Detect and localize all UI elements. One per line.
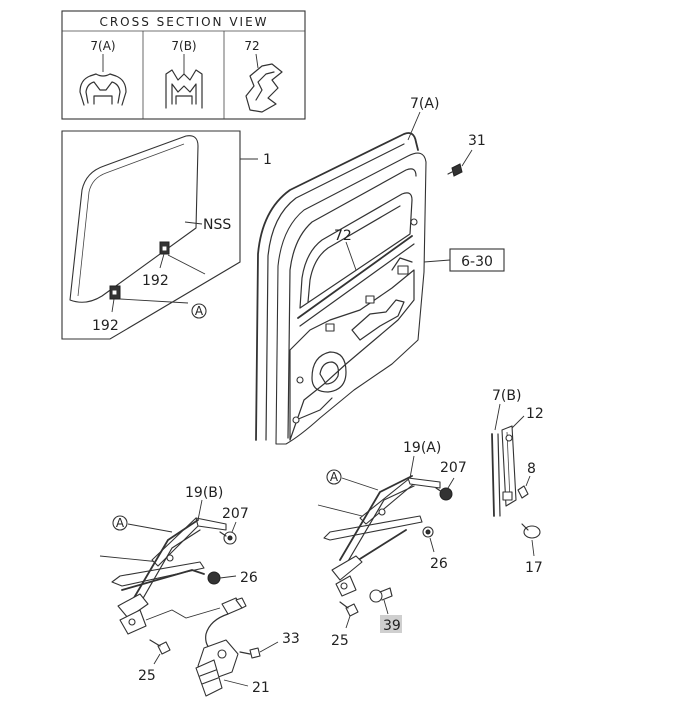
callout-12: 12 xyxy=(526,406,544,422)
ref-circle-a-glass-text: A xyxy=(195,304,204,318)
callout-26-right: 26 xyxy=(430,556,448,572)
cross-section-label-72: 72 xyxy=(244,39,259,53)
callout-33: 33 xyxy=(282,631,300,647)
bolt-207-left xyxy=(219,521,237,545)
callout-39-highlight xyxy=(380,615,402,633)
callout-25-right: 25 xyxy=(331,633,349,649)
callout-nss: NSS xyxy=(203,217,231,233)
door-glass xyxy=(69,135,199,303)
bolt-31 xyxy=(447,149,473,177)
glass-panel-group: A 192 192 NSS 1 xyxy=(61,130,272,340)
motor-21 xyxy=(195,639,249,697)
callout-19b: 19(B) xyxy=(185,485,223,501)
regulator-19a-group: A 19(A) 207 26 xyxy=(317,440,467,649)
callout-17: 17 xyxy=(525,560,543,576)
screw-25-right xyxy=(339,601,359,629)
glass-clip-lower xyxy=(109,285,121,313)
callout-26-left: 26 xyxy=(240,570,258,586)
handle-39 xyxy=(369,587,393,615)
screw-8 xyxy=(517,475,531,499)
section-profile-7b xyxy=(165,54,203,109)
motor-connector xyxy=(205,597,247,653)
ref-circle-a-left xyxy=(112,515,128,531)
door-ref-box xyxy=(449,248,505,272)
callout-192-lower: 192 xyxy=(92,318,119,334)
callout-31: 31 xyxy=(468,133,486,149)
cross-section-view-panel: CROSS SECTION VIEW 7(A) 7(B) 72 xyxy=(61,10,306,120)
bolt-33 xyxy=(239,641,279,659)
callout-8: 8 xyxy=(527,461,536,477)
ref-circle-a-glass xyxy=(191,303,207,319)
regulator-19b-group: A 19(B) 207 26 xyxy=(99,485,300,697)
ref-circle-a-left-text: A xyxy=(116,516,125,530)
bolt-207-right xyxy=(435,477,455,501)
callout-25-left: 25 xyxy=(138,668,156,684)
ref-circle-a-right-text: A xyxy=(330,470,339,484)
rear-channel-group: 7(B) 12 8 17 xyxy=(491,388,544,576)
nut-26-right xyxy=(422,526,435,553)
callout-72-seal: 72 xyxy=(334,228,352,244)
ref-circle-a-right xyxy=(326,469,342,485)
cross-section-label-7b: 7(B) xyxy=(171,39,196,53)
bolt-17 xyxy=(521,523,541,557)
callout-7b-channel: 7(B) xyxy=(492,388,521,404)
callout-6-30: 6-30 xyxy=(461,254,493,270)
screw-25-left xyxy=(149,639,171,665)
callout-207-right: 207 xyxy=(440,460,467,476)
callout-19a: 19(A) xyxy=(403,440,441,456)
cross-section-label-7a: 7(A) xyxy=(90,39,115,53)
nut-26-left xyxy=(207,571,237,585)
cross-section-header: CROSS SECTION VIEW xyxy=(99,15,268,29)
door-assembly: 7(A) 72 6-30 31 xyxy=(255,96,505,445)
section-profile-72 xyxy=(245,53,283,113)
section-profile-7a xyxy=(79,54,127,106)
glass-clip-upper xyxy=(159,241,170,269)
callout-39: 39 xyxy=(383,618,401,634)
callout-207-left: 207 xyxy=(222,506,249,522)
callout-1: 1 xyxy=(263,152,272,168)
callout-7a-channel: 7(A) xyxy=(410,96,439,112)
callout-21: 21 xyxy=(252,680,270,696)
callout-192-upper: 192 xyxy=(142,273,169,289)
